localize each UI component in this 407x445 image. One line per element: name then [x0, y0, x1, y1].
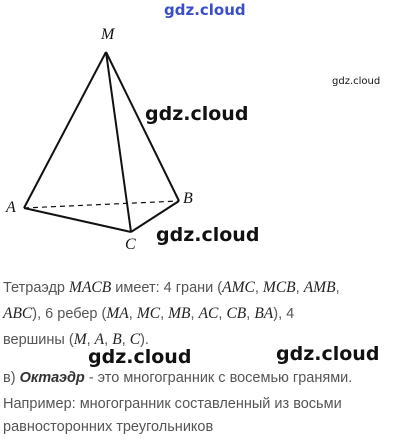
- edge-mb: [105, 51, 180, 202]
- edge-ac: [23, 207, 132, 233]
- text-line-2: ABC), 6 ребер (MA, MC, MB, AC, CB, BA), …: [3, 305, 295, 322]
- tetrahedron-figure: [23, 51, 180, 233]
- vertex-label-a: A: [6, 199, 16, 216]
- watermark-text-left: gdz.cloud: [88, 346, 192, 368]
- vertex-label-b: B: [183, 190, 193, 207]
- watermark-small: gdz.cloud: [332, 76, 381, 87]
- vertex-label-m: M: [101, 26, 115, 43]
- watermark-mid: gdz.cloud: [145, 103, 249, 125]
- watermark-low: gdz.cloud: [156, 224, 260, 246]
- edge-ab-hidden: [23, 200, 180, 209]
- watermark-top: gdz.cloud: [164, 1, 246, 19]
- vertex-label-c: C: [125, 236, 136, 253]
- text-line-1: Тетраэдр MACB имеет: 4 грани (AMC, MCB, …: [3, 279, 340, 296]
- text-line-3: вершины (M, A, B, C).: [3, 331, 149, 348]
- edge-cb: [130, 200, 180, 233]
- text-line-6: равносторонних треугольников: [3, 419, 214, 435]
- edge-ma: [23, 51, 107, 209]
- text-line-5: Например: многогранник составленный из в…: [3, 396, 342, 412]
- text-line-4: в) Октаэдр - это многогранник с восемью …: [3, 370, 353, 386]
- edge-mc: [105, 51, 132, 233]
- watermark-text-right: gdz.cloud: [276, 343, 380, 365]
